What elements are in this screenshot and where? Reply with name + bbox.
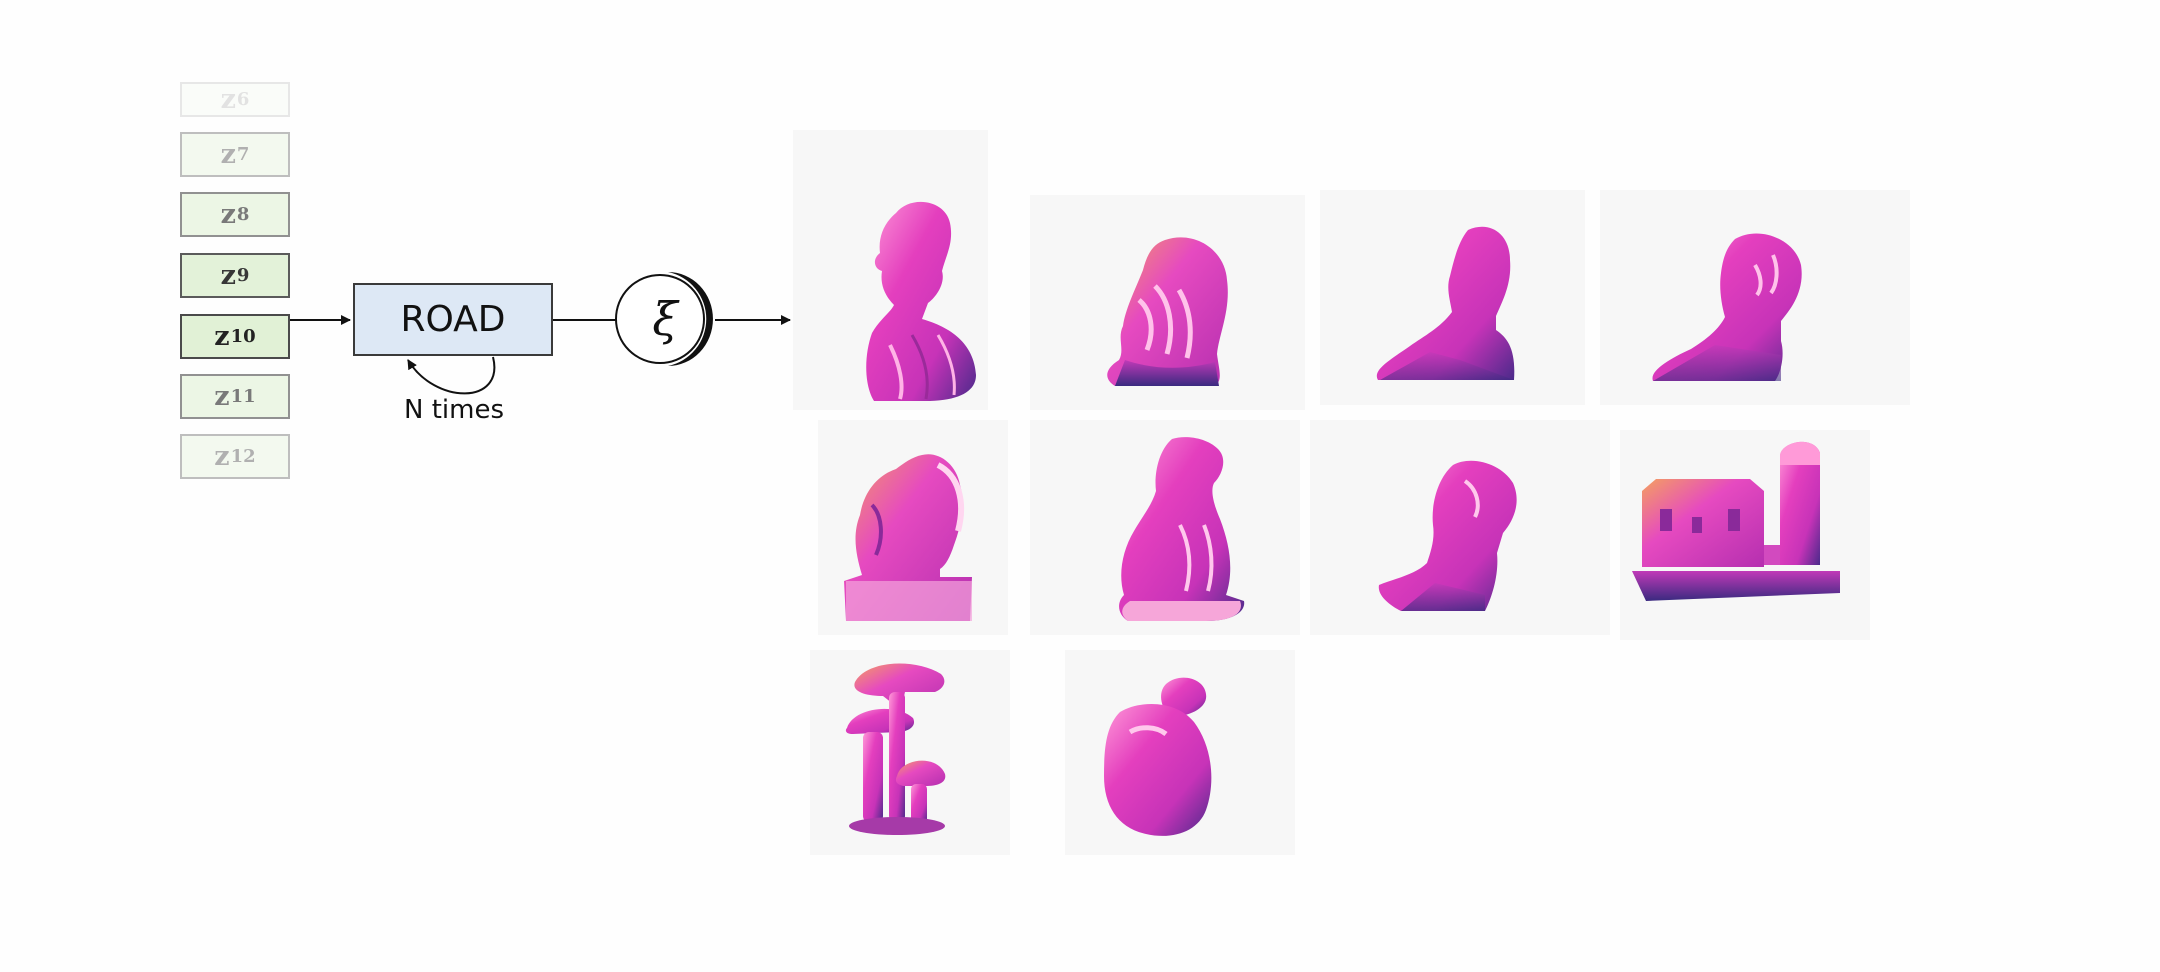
- model-farmhouse-silo: [1632, 441, 1840, 601]
- model-sitting-dog: [1119, 437, 1245, 621]
- model-bust-upturned-3: [1378, 460, 1517, 611]
- latent-base: z: [214, 321, 230, 352]
- latent-subscript: 12: [230, 446, 256, 467]
- model-bust-toga: [866, 201, 976, 401]
- model-bust-upturned-1: [1376, 226, 1515, 380]
- latent-subscript: 9: [236, 265, 250, 286]
- latent-subscript: 6: [236, 89, 250, 110]
- latent-subscript: 10: [230, 326, 256, 347]
- latent-subscript: 8: [236, 204, 250, 225]
- model-bust-upturned-2: [1652, 233, 1802, 381]
- xi-symbol: ξ: [652, 292, 678, 346]
- latent-base: z: [214, 381, 230, 412]
- latent-base: z: [220, 260, 236, 291]
- model-bunny: [1104, 677, 1212, 836]
- latent-subscript: 11: [230, 386, 256, 407]
- loop-arrow: [407, 356, 496, 395]
- road-block: ROAD: [353, 283, 553, 356]
- latent-base: z: [214, 441, 230, 472]
- latent-subscript: 7: [236, 144, 250, 165]
- latent-base: z: [220, 139, 236, 170]
- road-label: ROAD: [400, 299, 506, 340]
- model-gargoyle: [844, 454, 972, 621]
- model-bearded-head: [1107, 237, 1228, 386]
- loop-label: N times: [404, 395, 505, 425]
- latent-base: z: [220, 199, 236, 230]
- latent-base: z: [220, 84, 236, 115]
- model-mushrooms: [845, 663, 946, 835]
